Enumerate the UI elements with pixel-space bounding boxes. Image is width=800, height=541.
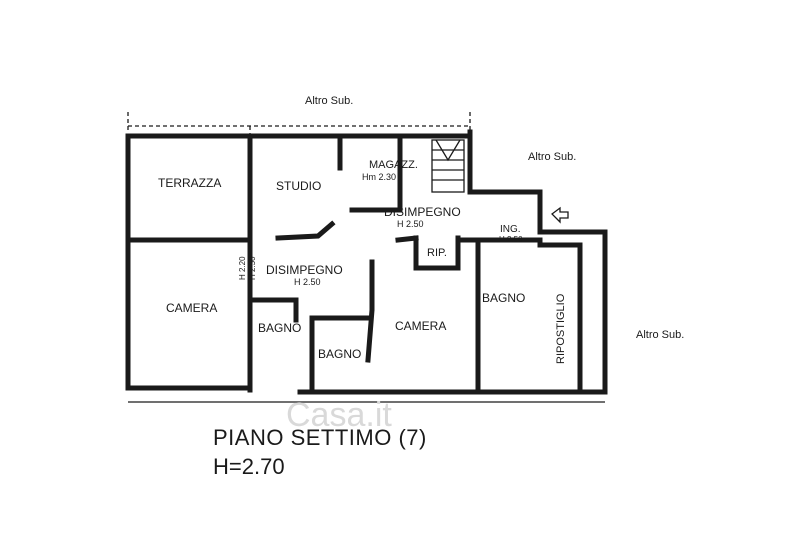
wall-height-left: H 2.20 bbox=[238, 256, 247, 280]
room-label-disimpegno-left: DISIMPEGNO bbox=[266, 263, 343, 277]
room-height-magazzino: Hm 2.30 bbox=[362, 172, 396, 182]
floor-title: PIANO SETTIMO (7) bbox=[213, 425, 427, 450]
floor-height: H=2.70 bbox=[213, 454, 285, 479]
room-label-disimpegno-top: DISIMPEGNO bbox=[384, 205, 461, 219]
entrance-arrow-icon bbox=[551, 206, 569, 224]
neighbor-label-top: Altro Sub. bbox=[305, 95, 353, 107]
walls bbox=[125, 129, 608, 395]
room-label-camera-left: CAMERA bbox=[166, 301, 217, 315]
upper-boundary bbox=[127, 112, 606, 403]
room-label-bagno-right: BAGNO bbox=[482, 291, 525, 305]
room-label-bagno-left: BAGNO bbox=[258, 321, 301, 335]
room-label-studio: STUDIO bbox=[276, 179, 321, 193]
staircase bbox=[431, 139, 465, 193]
room-label-ingresso: ING. bbox=[500, 224, 521, 235]
room-label-bagno-center: BAGNO bbox=[318, 347, 361, 361]
room-height-ingresso: H 2.50 bbox=[499, 235, 523, 244]
room-label-camera-center: CAMERA bbox=[395, 319, 446, 333]
room-label-magazzino: MAGAZZ. bbox=[369, 159, 418, 171]
neighbor-label-right-top: Altro Sub. bbox=[528, 151, 576, 163]
room-height-disimpegno-top: H 2.50 bbox=[397, 219, 424, 229]
neighbor-label-right: Altro Sub. bbox=[636, 329, 684, 341]
room-height-disimpegno-left: H 2.50 bbox=[294, 277, 321, 287]
wall-height-right: H 2.50 bbox=[248, 256, 257, 280]
room-label-ripostiglio-small: RIP. bbox=[427, 247, 447, 259]
room-label-ripostiglio: RIPOSTIGLIO bbox=[555, 293, 567, 364]
room-label-terrazza: TERRAZZA bbox=[158, 176, 221, 190]
watermark: Casa.it bbox=[286, 396, 392, 434]
